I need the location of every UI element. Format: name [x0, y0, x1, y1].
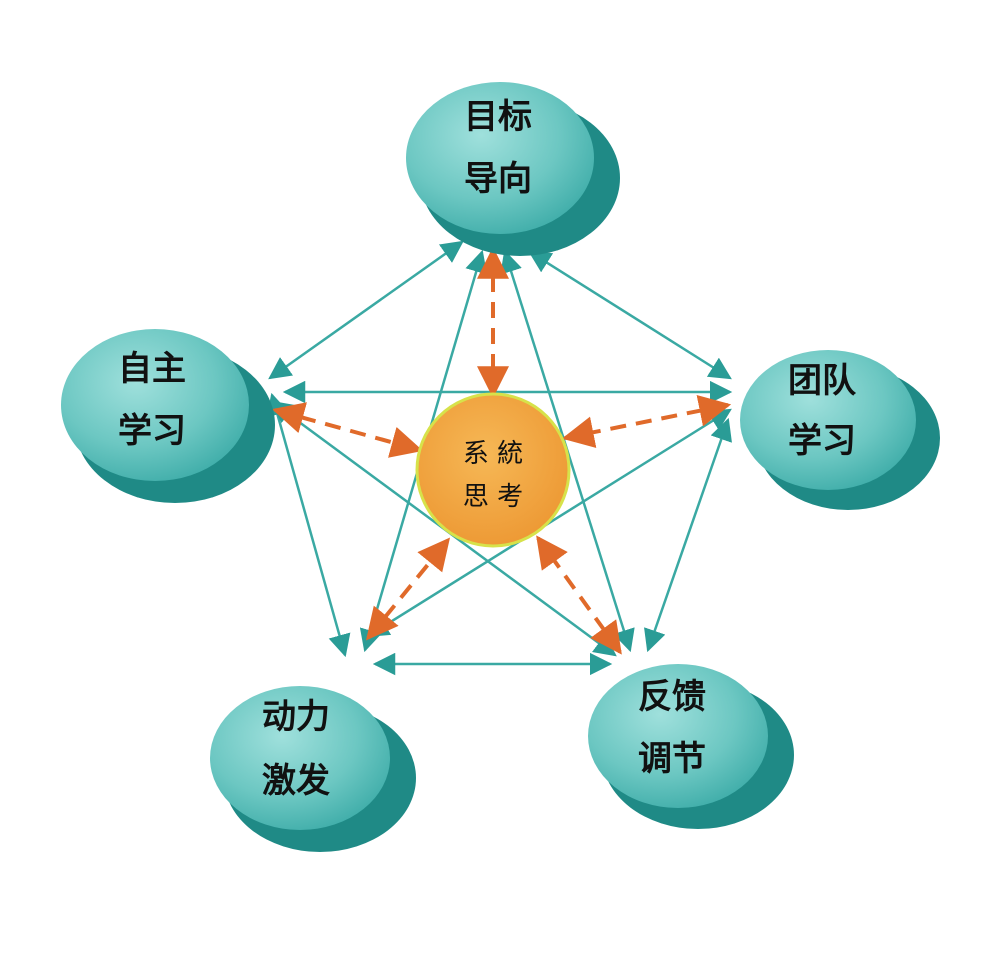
connector-motive-self: [266, 392, 351, 658]
node-team-line2: 学习: [788, 421, 856, 461]
node-feedback: 反馈 调节: [588, 664, 794, 829]
node-feedback-line1: 反馈: [638, 677, 706, 717]
node-goal: 目标 导向: [406, 82, 620, 256]
connector-goal-team: [528, 250, 732, 380]
node-self: 自主 学习: [61, 329, 275, 503]
node-team: 团队 学习: [740, 350, 940, 510]
center-label-line1: 系 統: [463, 439, 523, 469]
teal-cylinder-icon: [740, 350, 940, 510]
center-label-line2: 思 考: [463, 482, 523, 512]
teal-cylinder-icon: [588, 664, 794, 829]
center-arrow-feedback: [536, 535, 622, 655]
node-motive-line1: 动力: [262, 697, 330, 737]
center-node-system-thinking: 系 統 思 考: [415, 392, 571, 548]
node-self-line2: 学习: [118, 411, 186, 451]
teal-cylinder-icon: [406, 82, 620, 256]
node-goal-line2: 导向: [464, 159, 532, 199]
node-motive: 动力 激发: [210, 686, 416, 852]
node-feedback-line2: 调节: [638, 739, 706, 779]
node-team-line1: 团队: [788, 361, 857, 401]
node-goal-line1: 目标: [464, 97, 532, 137]
center-arrow-motive: [365, 537, 451, 641]
teal-cylinder-icon: [61, 329, 275, 503]
center-arrow-self: [271, 402, 424, 458]
connector-self-goal: [268, 240, 464, 380]
center-circle: [415, 392, 571, 548]
node-motive-line2: 激发: [262, 761, 330, 801]
center-arrow-team: [561, 395, 732, 448]
teal-cylinder-icon: [210, 686, 416, 852]
node-self-line1: 自主: [118, 349, 186, 389]
center-arrow-layer: [271, 246, 732, 655]
